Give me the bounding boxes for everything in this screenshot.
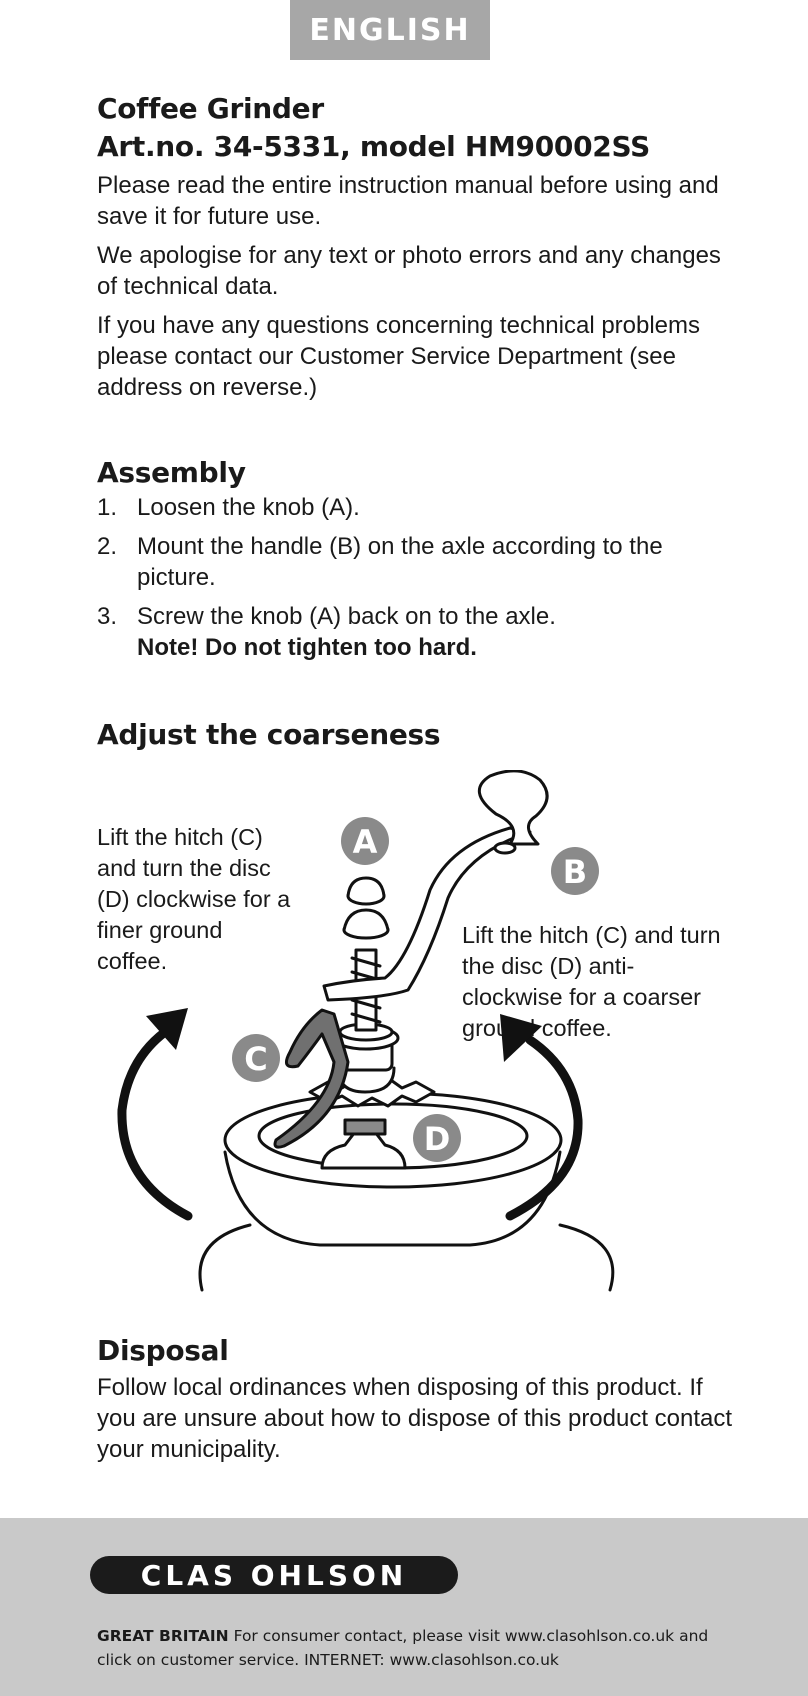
language-tab: ENGLISH — [290, 0, 490, 60]
disposal-section: Disposal Follow local ordinances when di… — [97, 1332, 737, 1465]
assembly-section: Assembly 1. Loosen the knob (A). 2. Moun… — [97, 454, 737, 663]
grinder-drawing: A B C D — [117, 770, 615, 1292]
step-text: Screw the knob (A) back on to the axle. — [137, 603, 556, 630]
coarser-instructions: Lift the hitch (C) and turn the disc (D)… — [462, 922, 721, 1041]
anticlockwise-arrow — [505, 1035, 583, 1221]
footer-contact: GREAT BRITAIN For consumer contact, plea… — [97, 1624, 737, 1672]
label-d-circle — [413, 1114, 461, 1162]
label-b: B — [563, 853, 587, 891]
disposal-text: Follow local ordinances when disposing o… — [97, 1374, 733, 1463]
intro-paragraph-3: If you have any questions concerning tec… — [97, 312, 701, 401]
step-number: 2. — [97, 533, 118, 560]
footer-country: GREAT BRITAIN — [97, 1627, 229, 1645]
intro-section: Coffee Grinder Art.no. 34-5331, model HM… — [97, 90, 737, 403]
step-number: 3. — [97, 603, 118, 630]
clockwise-arrow — [117, 1027, 193, 1221]
label-d: D — [424, 1120, 451, 1158]
grinder-base — [198, 1223, 252, 1292]
list-item: 2. Mount the handle (B) on the axle acco… — [97, 531, 737, 593]
step-number: 1. — [97, 494, 118, 521]
step-text: Mount the handle (B) on the axle accordi… — [137, 533, 663, 591]
product-name: Coffee Grinder — [97, 92, 324, 125]
brand-logo: CLAS OHLSON — [90, 1556, 458, 1594]
coarseness-section: Adjust the coarseness — [97, 716, 737, 754]
label-c: C — [244, 1040, 267, 1078]
footer: CLAS OHLSON GREAT BRITAIN For consumer c… — [0, 1518, 808, 1696]
label-b-circle — [551, 847, 599, 895]
assembly-steps: 1. Loosen the knob (A). 2. Mount the han… — [97, 492, 737, 663]
intro-paragraph-1: Please read the entire instruction manua… — [97, 172, 719, 230]
product-model: Art.no. 34-5331, model HM90002SS — [97, 130, 650, 163]
footer-contact-text: For consumer contact, please visit www.c… — [97, 1627, 709, 1669]
disposal-heading: Disposal — [97, 1334, 229, 1367]
list-item: 3. Screw the knob (A) back on to the axl… — [97, 601, 737, 663]
grinder-illustration: Lift the hitch (C) and turn the disc (D)… — [90, 770, 730, 1300]
step-text: Loosen the knob (A). — [137, 494, 360, 521]
label-a-circle — [341, 817, 389, 865]
assembly-heading: Assembly — [97, 456, 246, 489]
label-a: A — [353, 823, 378, 861]
finer-instructions: Lift the hitch (C) and turn the disc (D)… — [97, 824, 291, 974]
label-c-circle — [232, 1034, 280, 1082]
hitch — [273, 1008, 350, 1149]
coarseness-heading: Adjust the coarseness — [97, 718, 441, 751]
step-note: Note! Do not tighten too hard. — [137, 634, 477, 661]
list-item: 1. Loosen the knob (A). — [97, 492, 737, 523]
intro-paragraph-2: We apologise for any text or photo error… — [97, 242, 721, 300]
